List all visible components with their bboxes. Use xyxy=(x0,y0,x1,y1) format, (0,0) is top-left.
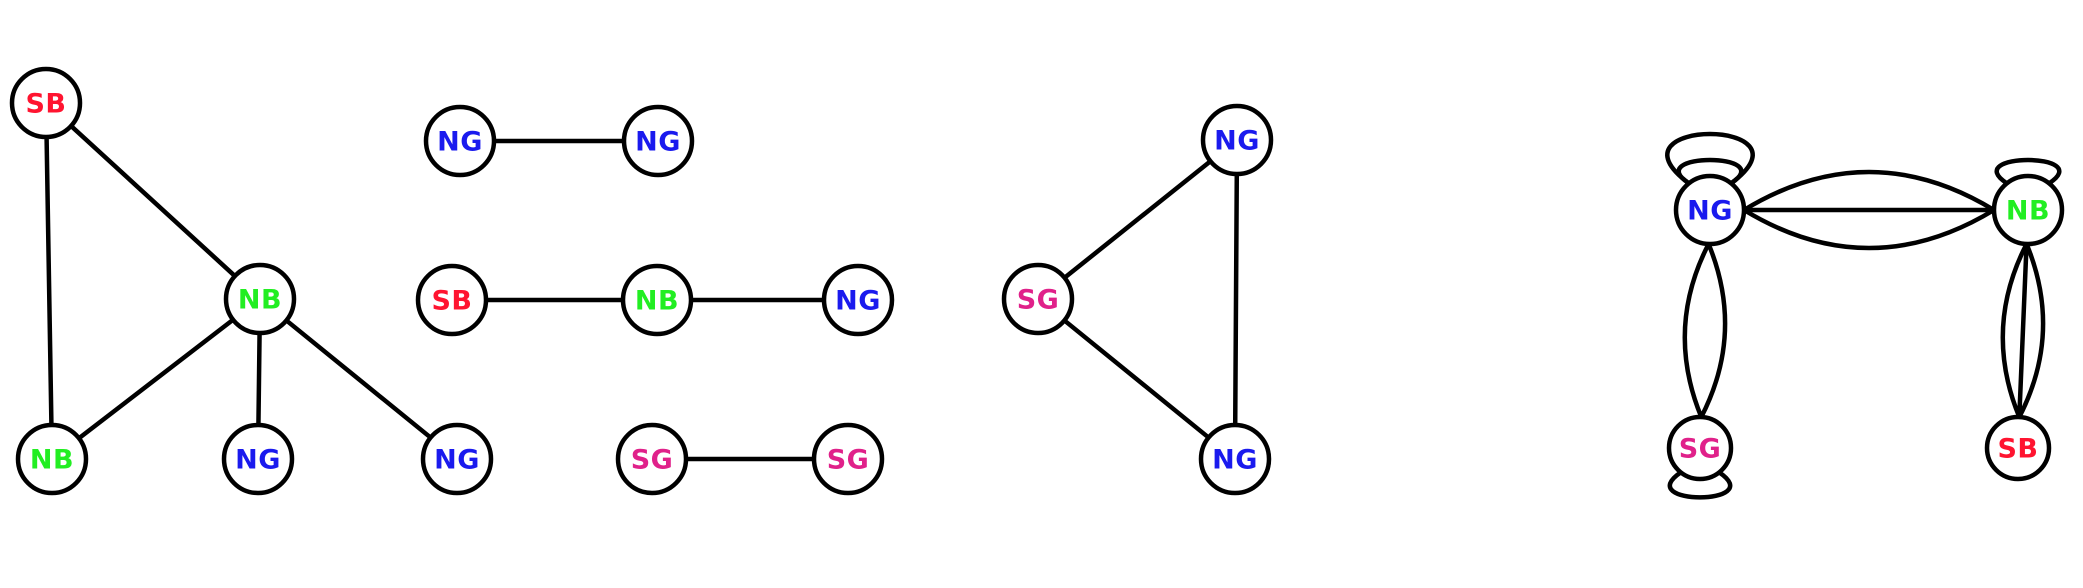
node-circle xyxy=(1991,173,2065,247)
graph-node-nb[interactable]: NB xyxy=(1991,173,2065,247)
graph-node-ng[interactable]: NG xyxy=(821,263,895,337)
node-label: NG xyxy=(1212,445,1258,476)
node-circle xyxy=(821,263,895,337)
graph-node-ng[interactable]: NG xyxy=(420,422,494,496)
node-circle xyxy=(620,263,694,337)
graph-node-sb[interactable]: SB xyxy=(9,66,83,140)
node-label: NG xyxy=(235,445,281,476)
node-circle xyxy=(1984,414,2052,482)
graph-edge xyxy=(2017,241,2046,420)
node-circle xyxy=(420,422,494,496)
node-label: SG xyxy=(631,445,674,476)
graph-edge xyxy=(68,123,238,279)
graph-node-sg[interactable]: SG xyxy=(1001,262,1075,336)
node-circle xyxy=(1673,173,1747,247)
multigraph-component-nodes: NG NB SG SB xyxy=(1666,173,2065,482)
graph-edge xyxy=(1232,171,1240,428)
graph-node-ng[interactable]: NG xyxy=(221,422,295,496)
graph-edge xyxy=(44,134,54,428)
multigraph-component xyxy=(1665,131,2062,500)
graph-node-sg[interactable]: SG xyxy=(1666,414,1734,482)
node-circle xyxy=(1198,422,1272,496)
graph-edge xyxy=(1682,241,1711,420)
graph-edge xyxy=(1741,207,1997,251)
node-label: NB xyxy=(635,286,679,317)
node-label: NG xyxy=(1687,196,1733,227)
node-label: SB xyxy=(431,286,472,317)
graph-node-nb[interactable]: NB xyxy=(620,263,694,337)
node-circle xyxy=(1001,262,1075,336)
node-label: NG xyxy=(635,127,681,158)
graph-node-ng[interactable]: NG xyxy=(1198,422,1272,496)
node-circle xyxy=(615,422,689,496)
node-label: NG xyxy=(1214,126,1260,157)
graph-node-sb[interactable]: SB xyxy=(415,263,489,337)
node-circle xyxy=(423,104,497,178)
graph-node-sg[interactable]: SG xyxy=(615,422,689,496)
node-label: SB xyxy=(1997,434,2038,465)
graph-node-ng[interactable]: NG xyxy=(1673,173,1747,247)
node-label: NB xyxy=(238,285,282,316)
tree-component-nodes: SB NB NB NG NG xyxy=(9,66,494,496)
graph-node-nb[interactable]: NB xyxy=(15,422,89,496)
graph-edge xyxy=(2017,241,2029,420)
node-label: NB xyxy=(30,445,74,476)
graph-edge xyxy=(2000,241,2029,420)
node-circle xyxy=(621,104,695,178)
node-circle xyxy=(1666,414,1734,482)
triangle-component-nodes: NG SG NG xyxy=(1001,103,1274,496)
graph-node-sg[interactable]: SG xyxy=(811,422,885,496)
nodes-layer: SB NB NB NG NG NG NG SB NB NG SG SG NG SG NG NG NB SG SB xyxy=(9,66,2065,496)
graph-edge xyxy=(256,330,262,428)
graph-node-sb[interactable]: SB xyxy=(1984,414,2052,482)
node-label: NG xyxy=(437,127,483,158)
graph-edge xyxy=(1667,470,1733,500)
graph-edge xyxy=(1741,169,1997,213)
graph-edge xyxy=(1062,158,1213,281)
node-label: SG xyxy=(1679,434,1722,465)
node-label: SG xyxy=(1017,285,1060,316)
graph-edge xyxy=(284,318,433,440)
graph-node-nb[interactable]: NB xyxy=(223,262,297,336)
node-label: SB xyxy=(25,89,66,120)
node-label: NG xyxy=(835,286,881,317)
graph-edge xyxy=(1665,131,1755,186)
node-circle xyxy=(15,422,89,496)
node-label: NG xyxy=(434,445,480,476)
graph-node-ng[interactable]: NG xyxy=(1200,103,1274,177)
node-circle xyxy=(9,66,83,140)
node-circle xyxy=(1200,103,1274,177)
three-pair-chains-component-nodes: NG NG SB NB NG SG SG xyxy=(415,104,895,496)
node-label: SG xyxy=(827,445,870,476)
three-pair-chains-component xyxy=(483,138,827,462)
node-circle xyxy=(415,263,489,337)
edges-layer xyxy=(44,123,2062,500)
graph-edge xyxy=(1699,241,1728,420)
graph-edge xyxy=(76,317,236,441)
tree-component xyxy=(44,123,433,441)
graph-edge xyxy=(1994,157,2062,186)
triangle-component xyxy=(1062,158,1240,440)
graph-node-ng[interactable]: NG xyxy=(621,104,695,178)
node-circle xyxy=(811,422,885,496)
node-label: NB xyxy=(2006,196,2050,227)
node-circle xyxy=(221,422,295,496)
graph-edge xyxy=(1062,318,1211,440)
node-circle xyxy=(223,262,297,336)
graph-node-ng[interactable]: NG xyxy=(423,104,497,178)
